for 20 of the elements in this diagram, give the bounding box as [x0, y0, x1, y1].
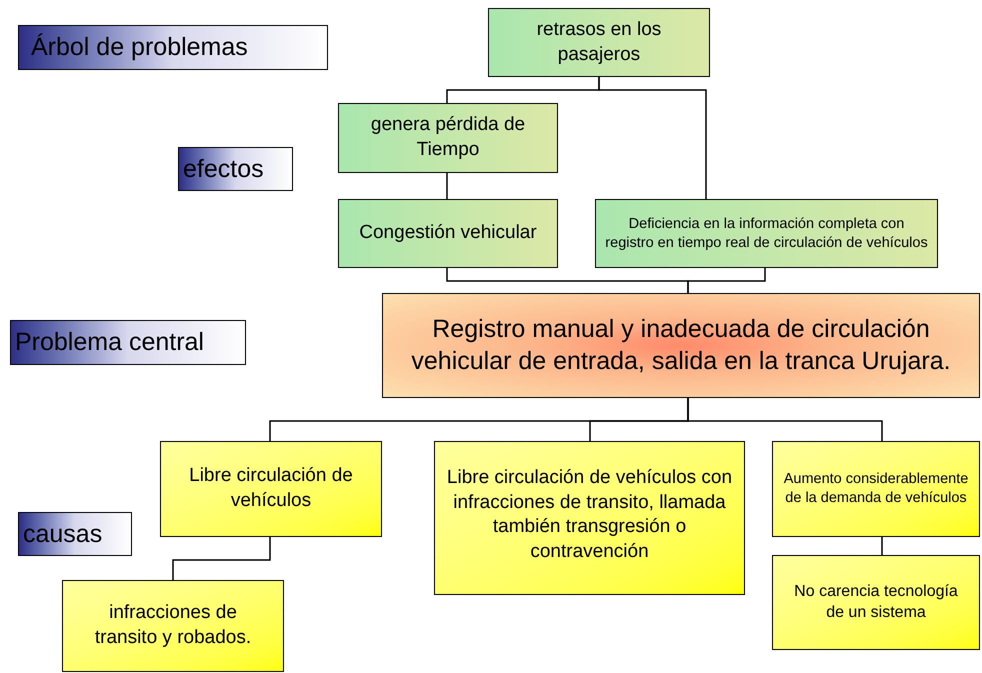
connector-line — [446, 173, 448, 199]
problem-tree-box: Aumento considerablemente de la demanda de vehículos — [772, 441, 980, 537]
problem-tree-box: Libre circulación de vehículos — [160, 441, 382, 537]
problem-tree-box: genera pérdida de Tiempo — [338, 103, 558, 173]
connector-line — [687, 268, 766, 293]
problem-tree-box: Libre circulación de vehículos con infracciones de transito, llamada también transgresión o contravención — [434, 441, 745, 595]
heading-box: Árbol de problemas — [18, 25, 328, 70]
connector-line — [881, 537, 883, 555]
section-label-box: efectos — [178, 147, 293, 191]
problem-tree-box: Deficiencia en la información completa con registro en tiempo real de circulación de vehículos — [595, 199, 938, 268]
problem-tree-box: retrasos en los pasajeros — [488, 8, 710, 77]
problem-tree-box: infracciones de transito y robados. — [62, 580, 284, 672]
problem-tree-box: Registro manual y inadecuada de circulación vehicular de entrada, salida en la tranca Urujara. — [382, 293, 980, 398]
problem-tree-box: Congestión vehicular — [338, 199, 558, 268]
section-label-box: Problema central — [10, 320, 246, 365]
connector-line — [598, 77, 707, 199]
connector-line — [172, 537, 271, 580]
section-label-box: causas — [18, 512, 132, 556]
connector-line — [687, 398, 883, 441]
problem-tree-box: No carencia tecnología de un sistema — [772, 555, 980, 650]
